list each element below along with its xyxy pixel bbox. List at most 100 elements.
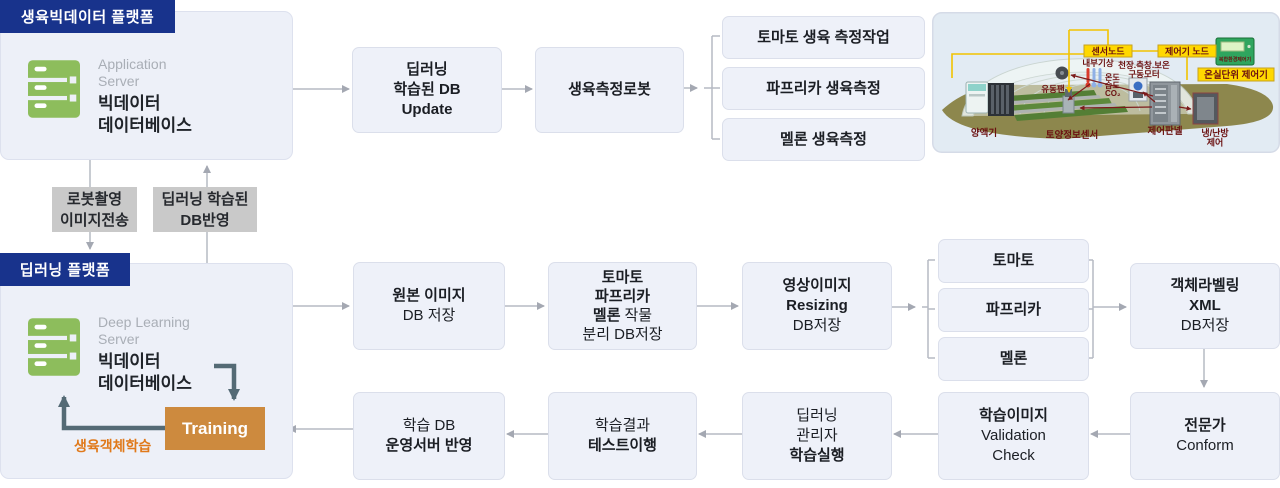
line: 전문가 <box>1184 417 1226 434</box>
control-panel <box>1149 81 1181 126</box>
crop-row <box>1002 98 1112 112</box>
server-type-line1: Deep Learning <box>98 314 190 330</box>
box-crop-melon: 멜론 <box>938 337 1089 381</box>
hvac-unit <box>1192 92 1219 125</box>
unit-controller-device: 복합환경제어기 <box>1215 37 1255 66</box>
box-expert-conform: 전문가 Conform <box>1130 392 1280 480</box>
box-task-melon: 멜론 생육측정 <box>722 118 925 161</box>
line: 토마토 <box>601 269 644 286</box>
box-trained-db-update: 딥러닝 학습된 DB Update <box>352 47 502 133</box>
box-original-image-db: 원본 이미지 DB 저장 <box>353 262 505 350</box>
server-icon <box>28 60 80 118</box>
dl-server-text: Deep Learning Server 빅데이터 데이터베이스 <box>98 314 192 395</box>
line: Resizing <box>786 297 848 314</box>
server-name-line1: 빅데이터 <box>98 352 161 371</box>
label-control-panel: 제어판넬 <box>1148 125 1183 137</box>
box-crop-paprika: 파프리카 <box>938 288 1089 332</box>
line: 토마토 <box>992 252 1035 269</box>
chip-controller-node: 제어기 노드 <box>1157 44 1217 58</box>
growth-object-learning-label: 생육객체학습 <box>74 438 152 454</box>
label-motors-1: 천장.측창.보온 <box>1118 60 1170 70</box>
line: 영상이미지 <box>782 277 852 294</box>
label-robot-image-transfer: 로봇촬영 이미지전송 <box>52 187 137 232</box>
line: 멜론 생육측정 <box>780 130 867 148</box>
line: 파프리카 <box>985 301 1042 318</box>
label-humidity: 습도 <box>1105 80 1120 90</box>
box-crop-tomato: 토마토 <box>938 239 1089 283</box>
label-hvac-1: 냉/난방 <box>1201 127 1229 138</box>
training-box: Training <box>165 407 265 450</box>
box-manager-train-exec: 딥러닝 관리자 학습실행 <box>742 392 892 480</box>
line: Update <box>401 101 453 118</box>
line: 학습 DB <box>402 417 456 434</box>
line: 학습결과 <box>594 417 651 434</box>
label-nutrient: 양액기 <box>971 127 997 139</box>
circulation-fan-icon <box>1055 66 1069 80</box>
svg-text:제어기 노드: 제어기 노드 <box>1165 46 1210 57</box>
line: 학습실행 <box>789 447 845 464</box>
transfer-down-line2: 이미지전송 <box>59 211 129 229</box>
svg-text:온실단위 제어기: 온실단위 제어기 <box>1204 69 1268 81</box>
server-name-line2: 데이터베이스 <box>98 116 192 135</box>
line: 딥러닝 <box>796 407 838 424</box>
svg-text:센서노드: 센서노드 <box>1091 46 1125 57</box>
line: 학습된 DB <box>393 81 461 98</box>
transfer-up-line1: 딥러닝 학습된 <box>161 190 249 208</box>
thermometer-icons <box>1085 68 1103 88</box>
nutrient-machine <box>965 81 1014 116</box>
server-name-line2: 데이터베이스 <box>98 374 192 393</box>
line: Check <box>992 447 1035 464</box>
label-trained-db-apply: 딥러닝 학습된 DB반영 <box>153 187 257 232</box>
label-temperature: 온도 <box>1105 73 1120 82</box>
badge-deep-learning-platform: 딥러닝 플랫폼 <box>0 253 130 286</box>
box-task-tomato: 토마토 생육 측정작업 <box>722 16 925 59</box>
server-type-line1: Application <box>98 56 167 72</box>
badge-label: 생육빅데이터 플랫폼 <box>20 9 155 26</box>
greenhouse-photo: 복합환경제어기 센서노드 제어기 노드 온실단위 제 <box>932 12 1280 153</box>
label-indoor-weather: 내부기상 <box>1082 58 1113 68</box>
line: Validation <box>981 427 1046 444</box>
chip-sensor-node: 센서노드 <box>1083 44 1133 58</box>
server-type-line2: Server <box>98 331 140 347</box>
badge-growth-bigdata-platform: 생육빅데이터 플랫폼 <box>0 0 175 33</box>
line: 관리자 <box>796 427 838 444</box>
device-label: 복합환경제어기 <box>1219 56 1252 63</box>
label-co2: CO₂ <box>1105 89 1121 98</box>
training-label: Training <box>181 418 249 438</box>
line: 분리 DB저장 <box>582 326 663 343</box>
line: 파프리카 생육측정 <box>766 79 881 97</box>
line: 멜론 <box>999 350 1028 367</box>
line: 테스트이행 <box>587 437 657 454</box>
line: 원본 이미지 <box>392 287 466 304</box>
line: 운영서버 반영 <box>385 437 473 454</box>
line: XML <box>1189 297 1221 314</box>
box-validation-check: 학습이미지 Validation Check <box>938 392 1089 480</box>
label-hvac-2: 제어 <box>1207 137 1224 148</box>
drive-motor <box>1128 77 1148 102</box>
line: 객체라벨링 <box>1170 277 1240 294</box>
label-soil-sensor: 토양정보센서 <box>1046 129 1098 141</box>
line: DB 저장 <box>402 307 456 324</box>
server-type-line2: Server <box>98 73 140 89</box>
box-test-results: 학습결과 테스트이행 <box>548 392 697 480</box>
box-object-labeling-xml: 객체라벨링 XML DB저장 <box>1130 263 1280 349</box>
line: Conform <box>1176 437 1234 454</box>
box-image-resizing-db: 영상이미지 Resizing DB저장 <box>742 262 892 350</box>
box-growth-measuring-robot: 생육측정로봇 <box>535 47 684 133</box>
transfer-up-line2: DB반영 <box>180 211 230 229</box>
line: 파프리카 <box>594 288 651 305</box>
server-icon <box>28 318 80 376</box>
box-deploy-db: 학습 DB 운영서버 반영 <box>353 392 505 480</box>
app-server-text: Application Server 빅데이터 데이터베이스 <box>98 56 192 137</box>
label-motors-2: 구동모터 <box>1128 69 1159 79</box>
label-fan: 유동팬 <box>1041 84 1065 94</box>
line: DB저장 <box>1180 317 1230 334</box>
line: DB저장 <box>792 317 842 334</box>
line: 생육측정로봇 <box>568 81 651 98</box>
chip-unit-controller: 온실단위 제어기 <box>1197 67 1275 82</box>
line: 딥러닝 <box>406 61 448 78</box>
server-name-line1: 빅데이터 <box>98 94 161 113</box>
